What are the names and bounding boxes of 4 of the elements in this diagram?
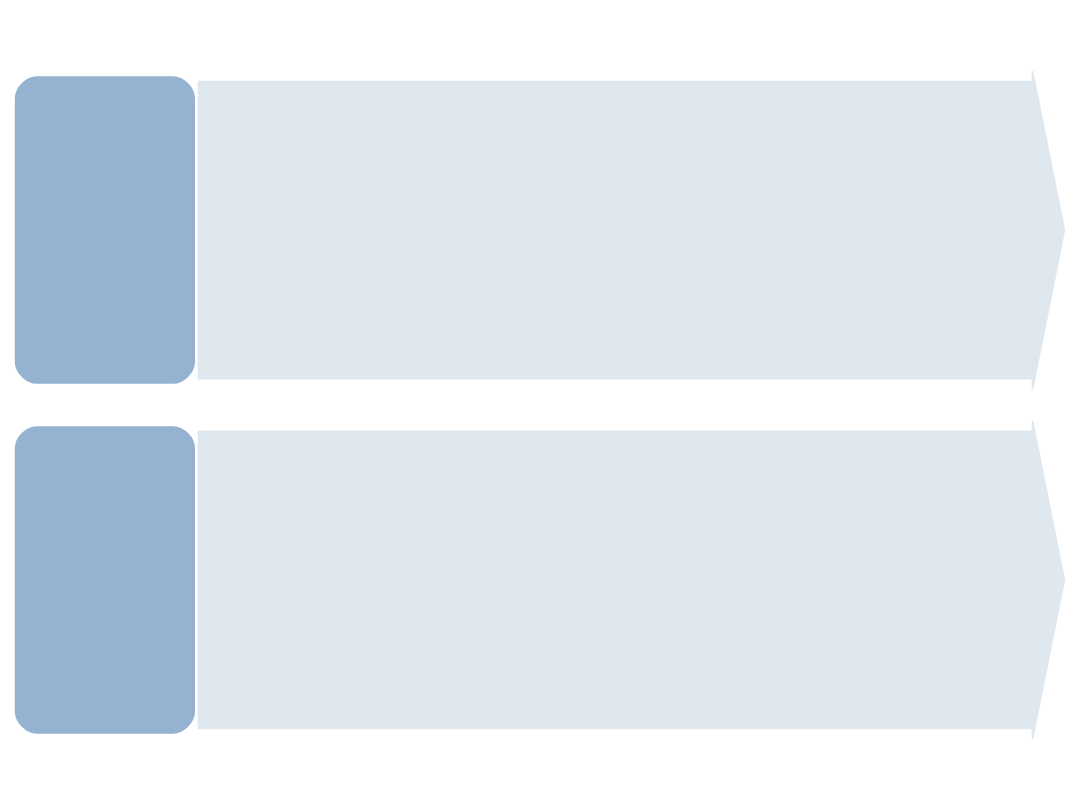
node-box [14, 426, 196, 734]
node-arrow [197, 70, 1066, 390]
node-box [14, 76, 196, 384]
node-arrow [197, 420, 1066, 740]
